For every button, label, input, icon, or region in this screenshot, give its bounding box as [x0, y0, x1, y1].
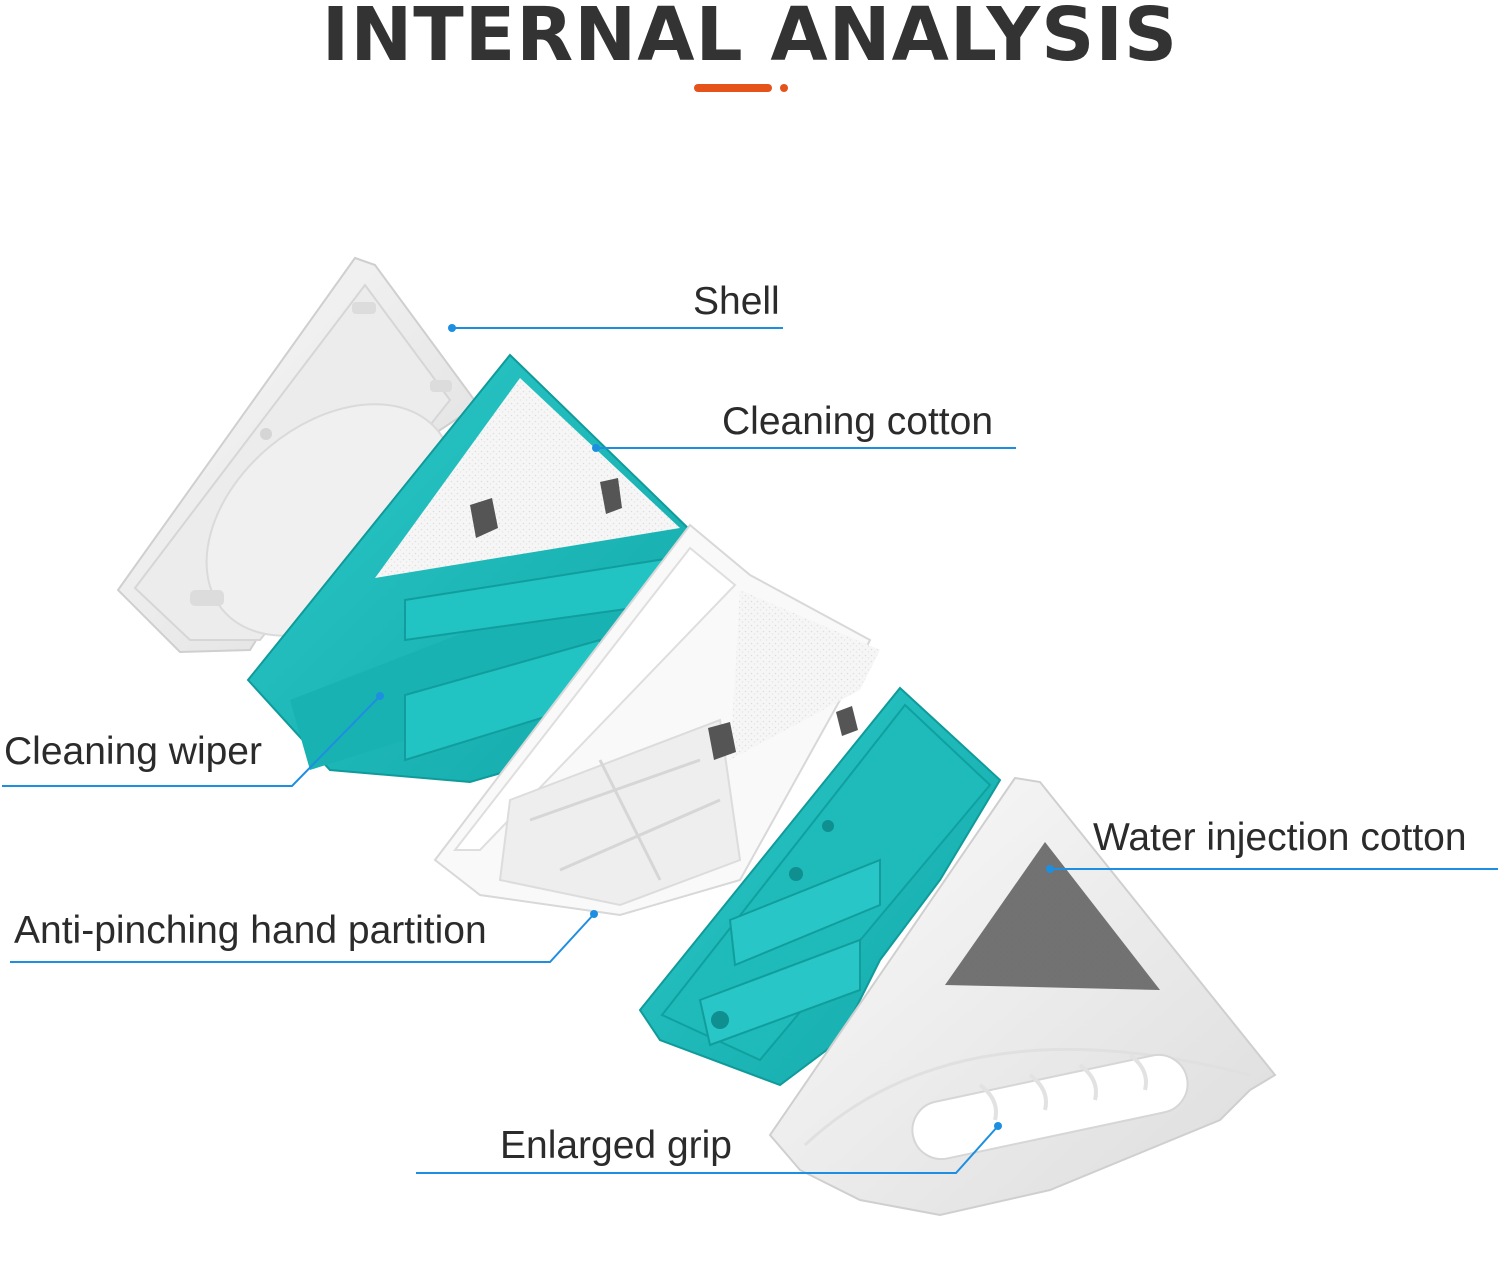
leader-cleaning-wiper — [2, 692, 384, 787]
cleaning-cotton-wiper-part — [246, 353, 692, 784]
leader-lines — [2, 324, 1498, 1174]
leader-anti-pinching — [10, 910, 598, 963]
label-cleaning-wiper: Cleaning wiper — [4, 730, 262, 773]
leader-water-injection-cotton — [1046, 865, 1498, 873]
anti-pinching-partition-part — [433, 523, 880, 917]
leader-cleaning-cotton — [592, 444, 1016, 452]
leader-enlarged-grip — [416, 1122, 1002, 1174]
title-accent-divider — [694, 84, 794, 92]
label-shell: Shell — [693, 280, 780, 323]
leader-shell — [448, 324, 783, 332]
label-enlarged-grip: Enlarged grip — [500, 1124, 732, 1167]
label-water-injection-cotton: Water injection cotton — [1093, 816, 1467, 859]
shell-part — [116, 256, 480, 654]
label-cleaning-cotton: Cleaning cotton — [722, 400, 994, 443]
title-accent-bar — [694, 84, 772, 92]
page-title: INTERNAL ANALYSIS — [321, 0, 1179, 78]
inner-teal-frame-part — [638, 686, 1002, 1087]
enlarged-grip-unit-part — [768, 776, 1277, 1217]
label-anti-pinching-hand-partition: Anti-pinching hand partition — [14, 909, 487, 952]
title-accent-dot — [780, 84, 788, 92]
